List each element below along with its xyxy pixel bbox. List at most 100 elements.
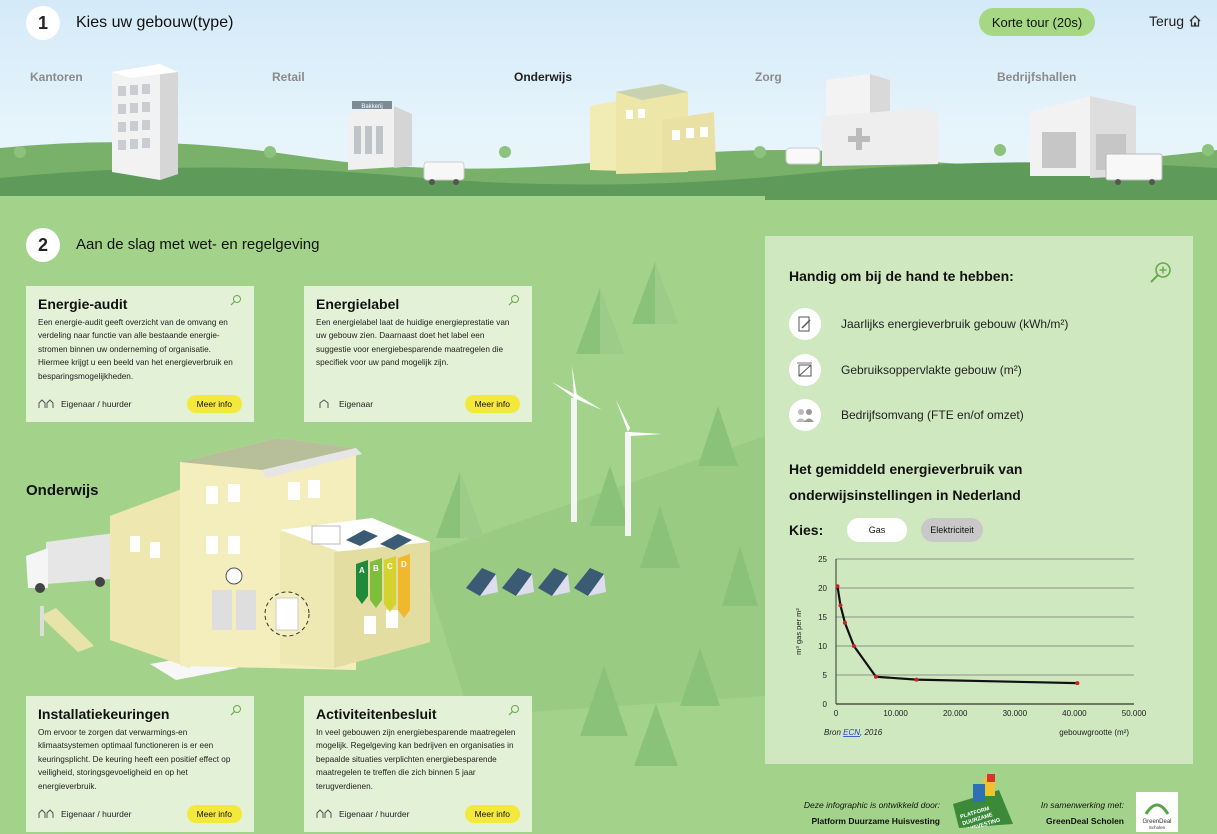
info-item-floor-area: Gebruiksoppervlakte gebouw (m²) [789,354,1022,386]
office-building-illustration[interactable] [100,58,190,180]
energy-label-d: D [401,560,407,569]
x-tick-label: 0 [834,709,839,718]
document-pencil-icon [789,308,821,340]
short-tour-button[interactable]: Korte tour (20s) [979,8,1095,36]
logo1-line3: HUISVESTING [964,817,1001,828]
y-tick-label: 25 [818,555,827,564]
footer-collaborator-name: GreenDeal Scholen [1046,816,1124,826]
people-icon [789,399,821,431]
zoom-icon[interactable] [508,294,520,306]
energy-label-a: A [359,566,365,575]
source-suffix: , 2016 [860,728,883,737]
logo2-line2: Scholen [1149,825,1166,830]
info-item-energy-usage: Jaarlijks energieverbruik gebouw (kWh/m²… [789,308,1068,340]
data-point [914,677,919,682]
greendeal-scholen-logo[interactable]: GreenDeal Scholen [1136,792,1178,832]
card-energielabel: Energielabel Een energielabel laat de hu… [304,286,532,422]
chart-source: Bron ECN, 2016 [824,728,883,737]
info-item-label: Bedrijfsomvang (FTE en/of omzet) [841,408,1024,422]
owner-info: Eigenaar / huurder [316,809,409,819]
energy-label-b: B [373,564,379,573]
owner-tenant-icon [38,399,54,408]
toggle-gas[interactable]: Gas [847,518,907,542]
step-number-2: 2 [26,228,60,262]
step-1-title: Kies uw gebouw(type) [76,14,234,31]
retail-building-illustration[interactable]: Bakkerij [342,96,470,186]
meer-info-button[interactable]: Meer info [186,395,242,413]
card-description: Om ervoor te zorgen dat verwarmings-en k… [38,728,231,791]
card-title: Energie-audit [38,296,128,312]
meer-info-button[interactable]: Meer info [464,805,520,823]
landscape-hills [0,142,1217,200]
tab-zorg[interactable]: Zorg [755,70,782,84]
school-building-illustration[interactable] [586,80,726,180]
zoom-in-icon[interactable] [1149,260,1173,284]
step-2-title: Aan de slag met wet- en regelgeving [76,236,320,253]
meer-info-button[interactable]: Meer info [186,805,242,823]
card-title: Installatiekeuringen [38,706,170,722]
owner-label: Eigenaar / huurder [61,809,132,819]
info-item-label: Gebruiksoppervlakte gebouw (m²) [841,363,1022,377]
y-tick-label: 10 [818,642,827,651]
data-point [842,620,847,625]
data-point [851,644,856,648]
toggle-electricity[interactable]: Elektriciteit [921,518,983,542]
zoom-icon[interactable] [508,704,520,716]
tab-bedrijfshallen[interactable]: Bedrijfshallen [997,70,1077,84]
footer-developer: Deze infographic is ontwikkeld door: Pla… [760,800,940,826]
y-tick-label: 0 [823,700,828,709]
tab-onderwijs[interactable]: Onderwijs [514,70,573,84]
zoom-icon[interactable] [230,294,242,306]
platform-duurzame-huisvesting-logo[interactable]: PLATFORM DUURZAME HUISVESTING [953,772,1013,828]
x-axis-label: gebouwgrootte (m²) [1059,728,1129,737]
x-tick-label: 10.000 [883,709,908,718]
card-installatiekeuringen: Installatiekeuringen Om ervoor te zorgen… [26,696,254,832]
y-axis-label: m³ gas per m² [794,608,803,655]
series-line [836,586,1078,685]
footer-developed-by: Deze infographic is ontwikkeld door: [803,800,940,810]
area-measure-icon [789,354,821,386]
card-description: Een energielabel laat de huidige energie… [316,318,510,368]
back-label: Terug [1149,13,1185,29]
x-tick-label: 50.000 [1122,709,1147,718]
tab-retail[interactable]: Retail [272,70,305,84]
owner-label: Eigenaar / huurder [61,399,132,409]
healthcare-building-illustration[interactable] [782,72,942,172]
chart-heading: Het gemiddeld energieverbruik van onderw… [789,461,1023,503]
card-activiteitenbesluit: Activiteitenbesluit In veel gebouwen zij… [304,696,532,832]
meer-info-button[interactable]: Meer info [464,395,520,413]
home-icon [1189,15,1201,27]
footer-collaborator: In samenwerking met: GreenDeal Scholen [1004,800,1124,826]
data-point [838,603,843,608]
back-button[interactable]: Terug [1149,13,1202,29]
y-tick-label: 5 [823,671,828,680]
logo2-line1: GreenDeal [1142,819,1171,825]
source-link[interactable]: ECN [843,728,860,737]
owner-info: Eigenaar [316,399,373,409]
industrial-hall-illustration[interactable] [1026,92,1172,188]
y-tick-label: 20 [818,584,827,593]
solar-panels [466,568,606,596]
footer-collab-by: In samenwerking met: [1040,800,1124,810]
source-prefix: Bron [824,728,843,737]
tab-kantoren[interactable]: Kantoren [30,70,83,84]
store-sign-text: Bakkerij [361,104,382,110]
energy-label-c: C [387,562,393,571]
step-number-1: 1 [26,6,60,40]
y-tick-label: 15 [818,613,827,622]
owner-label: Eigenaar [339,399,374,409]
x-tick-label: 40.000 [1062,709,1087,718]
owner-tenant-icon [38,809,54,818]
info-item-label: Jaarlijks energieverbruik gebouw (kWh/m²… [841,317,1069,331]
owner-label: Eigenaar / huurder [339,809,410,819]
owner-info: Eigenaar / huurder [38,399,131,409]
x-tick-label: 30.000 [1003,709,1028,718]
card-title: Energielabel [316,296,400,312]
info-item-company-size: Bedrijfsomvang (FTE en/of omzet) [789,399,1024,431]
zoom-icon[interactable] [230,704,242,716]
owner-info: Eigenaar / huurder [38,809,131,819]
building-type-label: Onderwijs [26,482,99,499]
card-description: In veel gebouwen zijn energiebesparende … [316,728,516,791]
info-panel: Handig om bij de hand te hebben: Jaarlij… [765,236,1193,764]
